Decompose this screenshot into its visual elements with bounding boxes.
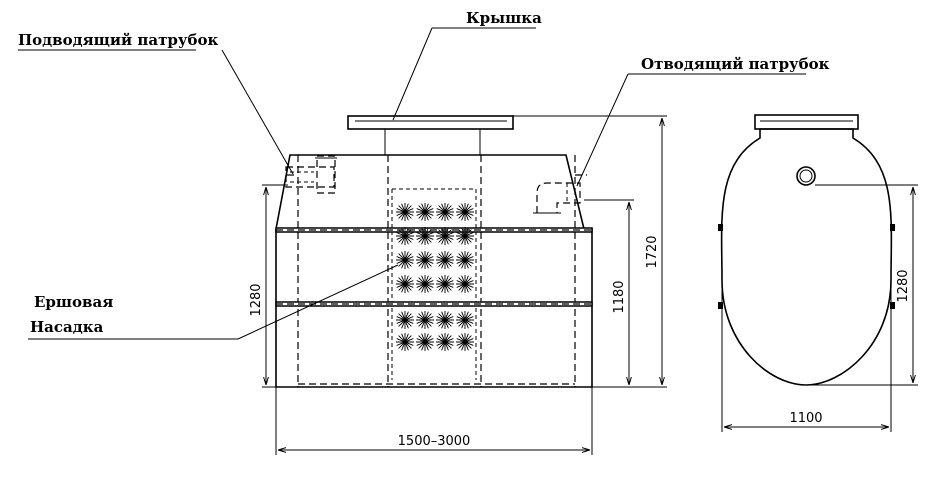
brush-fill-label-line2: Насадка (30, 318, 104, 336)
lug (718, 224, 723, 231)
brush-element (396, 275, 414, 293)
tank-outline (275, 154, 593, 388)
brush-element (416, 203, 434, 221)
dim-side-height: 1280 (896, 269, 911, 302)
brush-element (396, 251, 414, 269)
dim-front-length: 1500–3000 (398, 434, 471, 449)
brush-element (456, 333, 474, 351)
central-column (387, 155, 482, 387)
outlet-pipe (533, 182, 581, 214)
reinforcement-bands (275, 227, 593, 307)
lug (890, 224, 895, 231)
brush-element (416, 311, 434, 329)
brush-element (456, 251, 474, 269)
lid (347, 115, 514, 156)
side-view (718, 114, 895, 386)
dim-front-height-outlet: 1180 (612, 280, 627, 313)
brush-element (456, 227, 474, 245)
brush-fill-label-line1: Ершовая (34, 293, 113, 311)
brush-element (416, 227, 434, 245)
lid-label: Крышка (466, 9, 542, 27)
brush-element (436, 333, 454, 351)
brush-element (396, 311, 414, 329)
brush-element (396, 203, 414, 221)
front-view (275, 115, 593, 388)
brush-element (396, 227, 414, 245)
brush-media (396, 203, 474, 351)
brush-element (436, 203, 454, 221)
brush-element (416, 333, 434, 351)
dim-side-width: 1100 (789, 411, 822, 426)
outlet-opening (796, 166, 816, 186)
brush-element (436, 275, 454, 293)
dim-front-height-total: 1720 (645, 235, 660, 268)
outlet-pipe-label: Отводящий патрубок (641, 55, 830, 73)
brush-element (416, 275, 434, 293)
brush-element (416, 251, 434, 269)
dimension-lines (262, 115, 918, 455)
lug (890, 302, 895, 309)
brush-element (436, 251, 454, 269)
leaders (18, 27, 806, 340)
side-lid (754, 114, 859, 130)
brush-element (396, 333, 414, 351)
inner-wall (297, 155, 576, 387)
brush-element (436, 227, 454, 245)
brush-element (456, 275, 474, 293)
dim-front-height-left: 1280 (249, 283, 264, 316)
inlet-pipe-label: Подводящий патрубок (18, 31, 218, 49)
brush-element (456, 311, 474, 329)
brush-element (436, 311, 454, 329)
lug (718, 302, 723, 309)
inlet-pipe (285, 155, 337, 194)
brush-element (456, 203, 474, 221)
